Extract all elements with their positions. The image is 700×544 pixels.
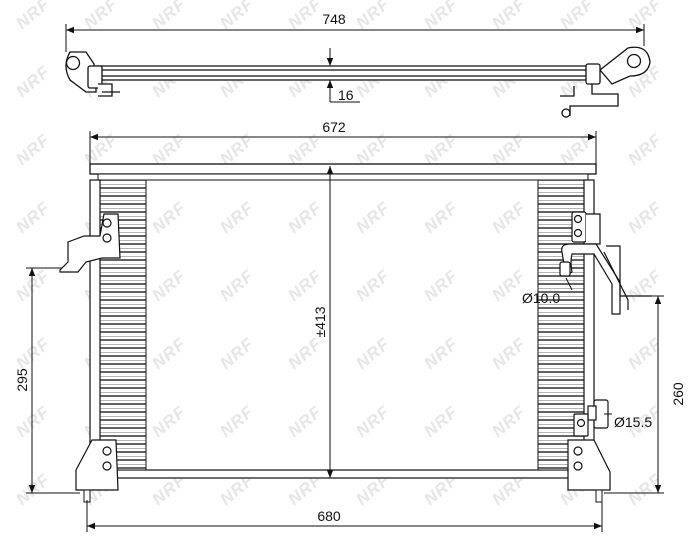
watermark-logo: NRF: [216, 266, 257, 305]
watermark-logo: NRF: [420, 266, 461, 305]
outlet-diameter-label: Ø15.5: [614, 414, 652, 430]
watermark-logo: NRF: [284, 130, 325, 169]
outlet-fitting: [573, 399, 609, 437]
watermark-logo: NRF: [148, 266, 189, 305]
watermark-logo: NRF: [12, 470, 53, 509]
watermark-logo: NRF: [216, 0, 257, 33]
watermark-logo: NRF: [148, 0, 189, 33]
dimension-top-length: 748: [322, 11, 346, 27]
watermark-logo: NRF: [420, 198, 461, 237]
watermark-logo: NRF: [488, 198, 529, 237]
dimension-core-width: 672: [322, 119, 346, 135]
watermark-logo: NRF: [284, 266, 325, 305]
watermark-logo: NRF: [148, 334, 189, 373]
dimension-left-bracket-height: 295: [14, 368, 30, 392]
watermark-logo: NRF: [80, 0, 121, 33]
watermark-logo: NRF: [216, 402, 257, 441]
watermark-logo: NRF: [352, 266, 393, 305]
watermark-logo: NRF: [352, 402, 393, 441]
watermark-logo: NRF: [488, 402, 529, 441]
watermark-logo: NRF: [624, 0, 665, 33]
watermark-logo: NRF: [488, 334, 529, 373]
watermark-logo: NRF: [488, 130, 529, 169]
watermark-logo: NRF: [624, 198, 665, 237]
watermark-logo: NRF: [556, 130, 597, 169]
watermark-logo: NRF: [12, 62, 53, 101]
watermark-logo: NRF: [284, 0, 325, 33]
left-upper-bracket: [59, 213, 121, 273]
watermark-logo: NRF: [148, 402, 189, 441]
watermark-logo: NRF: [556, 0, 597, 33]
watermark-logo: NRF: [80, 130, 121, 169]
watermark-logo: NRF: [352, 198, 393, 237]
inlet-diameter-label: Ø10.0: [522, 290, 560, 306]
left-lower-foot: [75, 439, 119, 491]
watermark-logo: NRF: [12, 334, 53, 373]
watermark-logo: NRF: [12, 0, 53, 33]
watermark-logo: NRF: [148, 198, 189, 237]
watermark-logo: NRF: [624, 130, 665, 169]
watermark-logo: NRF: [624, 266, 665, 305]
watermark-logo: NRF: [216, 334, 257, 373]
dimension-lines: [26, 24, 664, 532]
watermark-logo: NRF: [284, 334, 325, 373]
watermark-logo: NRF: [488, 0, 529, 33]
watermark-logo: NRF: [420, 130, 461, 169]
watermark-logo: NRF: [624, 470, 665, 509]
watermark-logo: NRF: [148, 130, 189, 169]
watermark-logo: NRF: [12, 266, 53, 305]
watermark-logo: NRF: [352, 0, 393, 33]
watermark-logo: NRF: [12, 198, 53, 237]
watermark-logo: NRF: [12, 130, 53, 169]
watermark-logo: NRF: [216, 130, 257, 169]
dimension-overall-width: 680: [317, 508, 341, 524]
inlet-fitting: [559, 211, 652, 315]
watermark-logo: NRF: [352, 130, 393, 169]
watermark-logo: NRF: [284, 198, 325, 237]
watermark-logo: NRF: [284, 402, 325, 441]
front-view: [59, 163, 652, 503]
watermark-logo: NRF: [352, 334, 393, 373]
watermark-logo: NRF: [12, 402, 53, 441]
dimension-bracket-offset: 16: [338, 87, 354, 103]
watermark-logo: NRF: [624, 334, 665, 373]
dimension-labels: 748 16 672 ±413 295 260 680 Ø10.0 Ø15.5: [14, 11, 686, 524]
top-view: [65, 46, 651, 118]
watermark-logo: NRF: [420, 0, 461, 33]
dimension-right-bracket-height: 260: [670, 382, 686, 406]
watermark-logo: NRF: [216, 198, 257, 237]
dimension-core-height: ±413: [312, 306, 328, 337]
watermark-logo: NRF: [420, 334, 461, 373]
watermark-logo: NRF: [420, 402, 461, 441]
